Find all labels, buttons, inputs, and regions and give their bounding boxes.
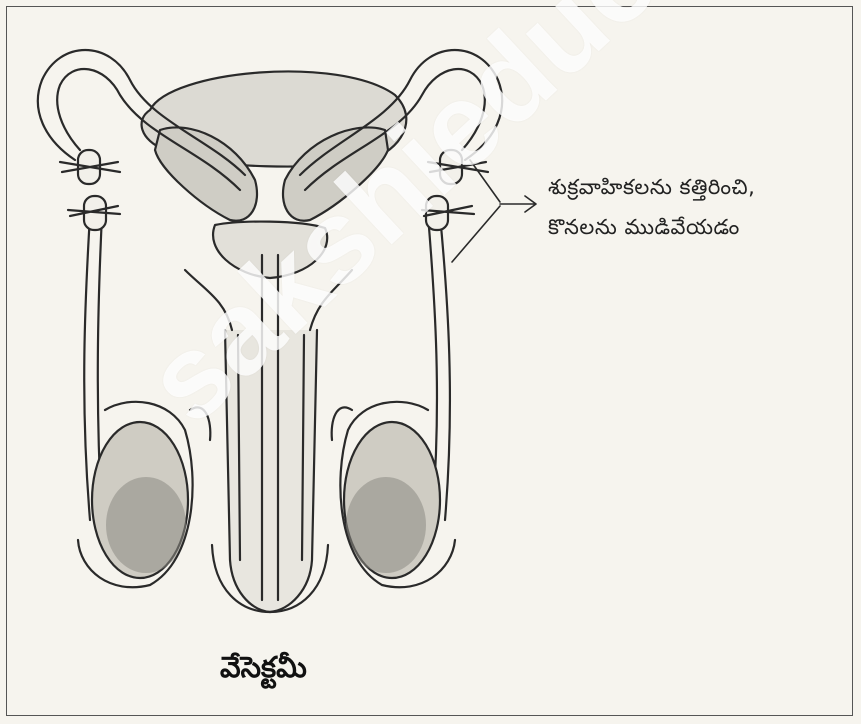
- vas-deferens-left-lower: [84, 215, 90, 520]
- testis-left-shade: [106, 477, 186, 573]
- pelvic-curve-right: [332, 407, 352, 440]
- testis-right-shade: [346, 477, 426, 573]
- figure-caption: వేసెక్టమీ: [220, 650, 307, 692]
- vas-deferens-right-lower: [440, 215, 450, 520]
- callout-arrow: [500, 196, 536, 212]
- annotation-line-1: శుక్రవాహికలను కత్తిరించి,: [548, 172, 755, 202]
- annotation-line-2: కొనలను ముడివేయడం: [548, 212, 740, 242]
